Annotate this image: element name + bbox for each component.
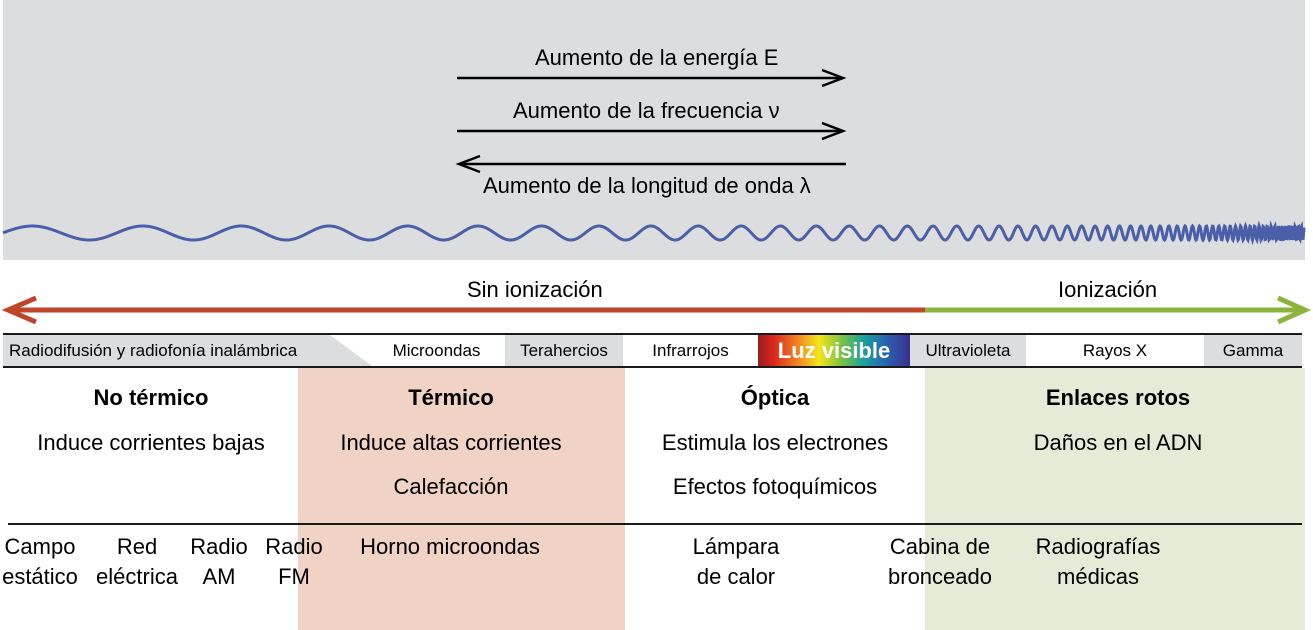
ionizing-label: Ionización xyxy=(1058,277,1158,302)
example-tanning-booth: Cabina de bronceado xyxy=(888,532,992,592)
band-radio: Radiodifusión y radiofonía inalámbrica xyxy=(9,340,298,360)
example-line: médicas xyxy=(1057,564,1139,589)
effect-text: Daños en el ADN xyxy=(1033,430,1203,455)
example-power-grid: Red eléctrica xyxy=(96,532,178,592)
ionizing-region xyxy=(925,368,1305,630)
radio-band-shape xyxy=(3,335,372,366)
wavelength-arrow-label: Aumento de la longitud de onda λ xyxy=(483,173,811,198)
effect-text: Induce corrientes bajas xyxy=(37,430,265,455)
wave-icon xyxy=(2,220,1306,246)
example-fm-radio: Radio FM xyxy=(265,532,322,592)
ionization-arrow xyxy=(1,295,1312,325)
direction-arrows xyxy=(455,68,847,174)
example-line: eléctrica xyxy=(96,564,178,589)
example-line: Campo xyxy=(4,534,76,559)
example-line: AM xyxy=(202,564,236,589)
example-heat-lamp: Lámpara de calor xyxy=(693,532,780,592)
frequency-arrow-label: Aumento de la frecuencia ν xyxy=(513,98,780,123)
effect-title-optical: Óptica xyxy=(740,385,810,410)
example-am-radio: Radio AM xyxy=(190,532,247,592)
energy-arrow-label: Aumento de la energía E xyxy=(535,45,779,70)
example-medical-xray: Radiografías médicas xyxy=(1036,532,1161,592)
divider-line xyxy=(8,523,1302,525)
band-microwave: Microondas xyxy=(392,340,481,360)
band-gamma: Gamma xyxy=(1204,335,1302,366)
effect-text: Induce altas corrientes xyxy=(340,430,562,455)
example-line: Lámpara xyxy=(692,534,780,559)
example-line: de calor xyxy=(696,564,776,589)
spectrum-band-row: Radiodifusión y radiofonía inalámbrica M… xyxy=(3,333,1302,368)
band-terahertz: Terahercios xyxy=(505,335,623,366)
example-microwave-oven: Horno microondas xyxy=(360,532,540,562)
band-xray: Rayos X xyxy=(1082,340,1148,360)
effect-text: Estimula los electrones xyxy=(661,430,889,455)
example-line: Red xyxy=(116,534,158,559)
example-line: estático xyxy=(2,564,78,589)
example-line: FM xyxy=(278,564,310,589)
non-ionizing-label: Sin ionización xyxy=(467,277,603,302)
example-line: bronceado xyxy=(888,564,992,589)
effect-text: Efectos fotoquímicos xyxy=(672,474,878,499)
band-infrared: Infrarrojos xyxy=(652,340,729,360)
effect-title-broken-bonds: Enlaces rotos xyxy=(1045,385,1191,410)
band-ultraviolet: Ultravioleta xyxy=(910,335,1026,366)
example-line: Cabina de xyxy=(889,534,991,559)
example-line: Radio xyxy=(190,534,248,559)
effect-text: Calefacción xyxy=(393,474,509,499)
example-line: Radio xyxy=(265,534,323,559)
example-static-field: Campo estático xyxy=(2,532,78,592)
example-line: Horno microondas xyxy=(360,534,540,559)
effect-title-non-thermal: No térmico xyxy=(93,385,209,410)
example-line: Radiografías xyxy=(1035,534,1161,559)
band-visible-light: Luz visible xyxy=(758,335,910,366)
effect-title-thermal: Térmico xyxy=(408,385,494,410)
thermal-region xyxy=(298,368,625,630)
